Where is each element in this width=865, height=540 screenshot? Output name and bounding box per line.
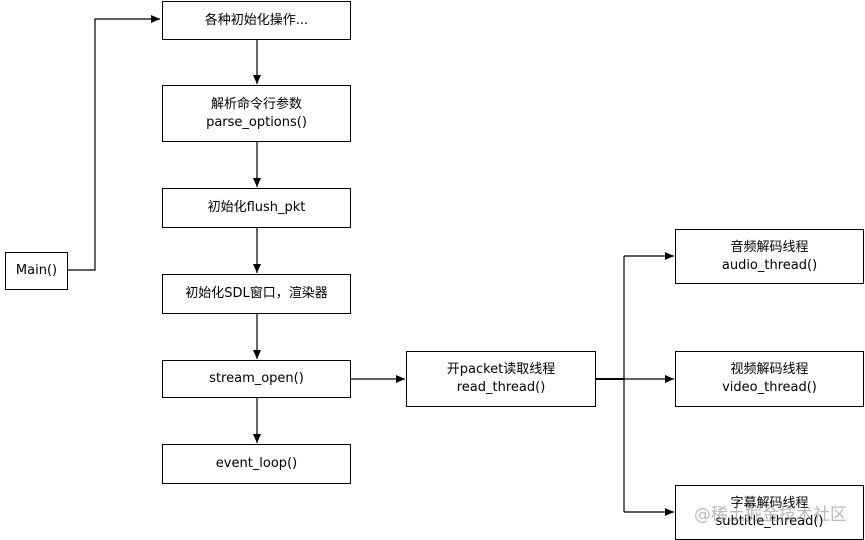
node-parse-args: 解析命令行参数 parse_options() [162, 85, 351, 142]
node-event-loop: event_loop() [162, 444, 351, 484]
node-read-thread-sub: read_thread() [456, 380, 546, 395]
node-init-ops: 各种初始化操作... [162, 1, 351, 40]
edge-main-to-init-ops [67, 15, 160, 271]
node-main-label: Main() [15, 263, 58, 278]
node-read-thread: 开packet读取线程 read_thread() [406, 351, 596, 407]
node-subtitle-thread: 字幕解码线程 subtitle_thread() [675, 485, 864, 540]
node-subtitle-thread-sub: subtitle_thread() [715, 513, 824, 529]
node-event-loop-label: event_loop() [215, 456, 298, 471]
node-audio-thread: 音频解码线程 audio_thread() [675, 229, 864, 284]
node-audio-thread-label: 音频解码线程 [730, 239, 809, 255]
node-stream-open: stream_open() [162, 360, 351, 398]
node-init-flush-label: 初始化flush_pkt [207, 200, 306, 215]
node-video-thread: 视频解码线程 video_thread() [675, 351, 864, 407]
node-main: Main() [5, 252, 68, 290]
node-init-flush: 初始化flush_pkt [162, 188, 351, 228]
node-audio-thread-sub: audio_thread() [721, 257, 818, 273]
node-stream-open-label: stream_open() [209, 371, 304, 386]
node-init-sdl: 初始化SDL窗口，渲染器 [162, 274, 351, 314]
node-subtitle-thread-label: 字幕解码线程 [730, 495, 809, 511]
node-init-sdl-label: 初始化SDL窗口，渲染器 [185, 286, 328, 301]
node-video-thread-label: 视频解码线程 [730, 362, 809, 377]
node-parse-args-label: 解析命令行参数 [210, 96, 302, 112]
node-video-thread-sub: video_thread() [722, 380, 817, 395]
node-read-thread-label: 开packet读取线程 [446, 362, 556, 377]
node-init-ops-label: 各种初始化操作... [204, 12, 309, 28]
watermark: @稀土掘金技术社区 [694, 505, 847, 525]
node-parse-args-sub: parse_options() [206, 114, 307, 130]
